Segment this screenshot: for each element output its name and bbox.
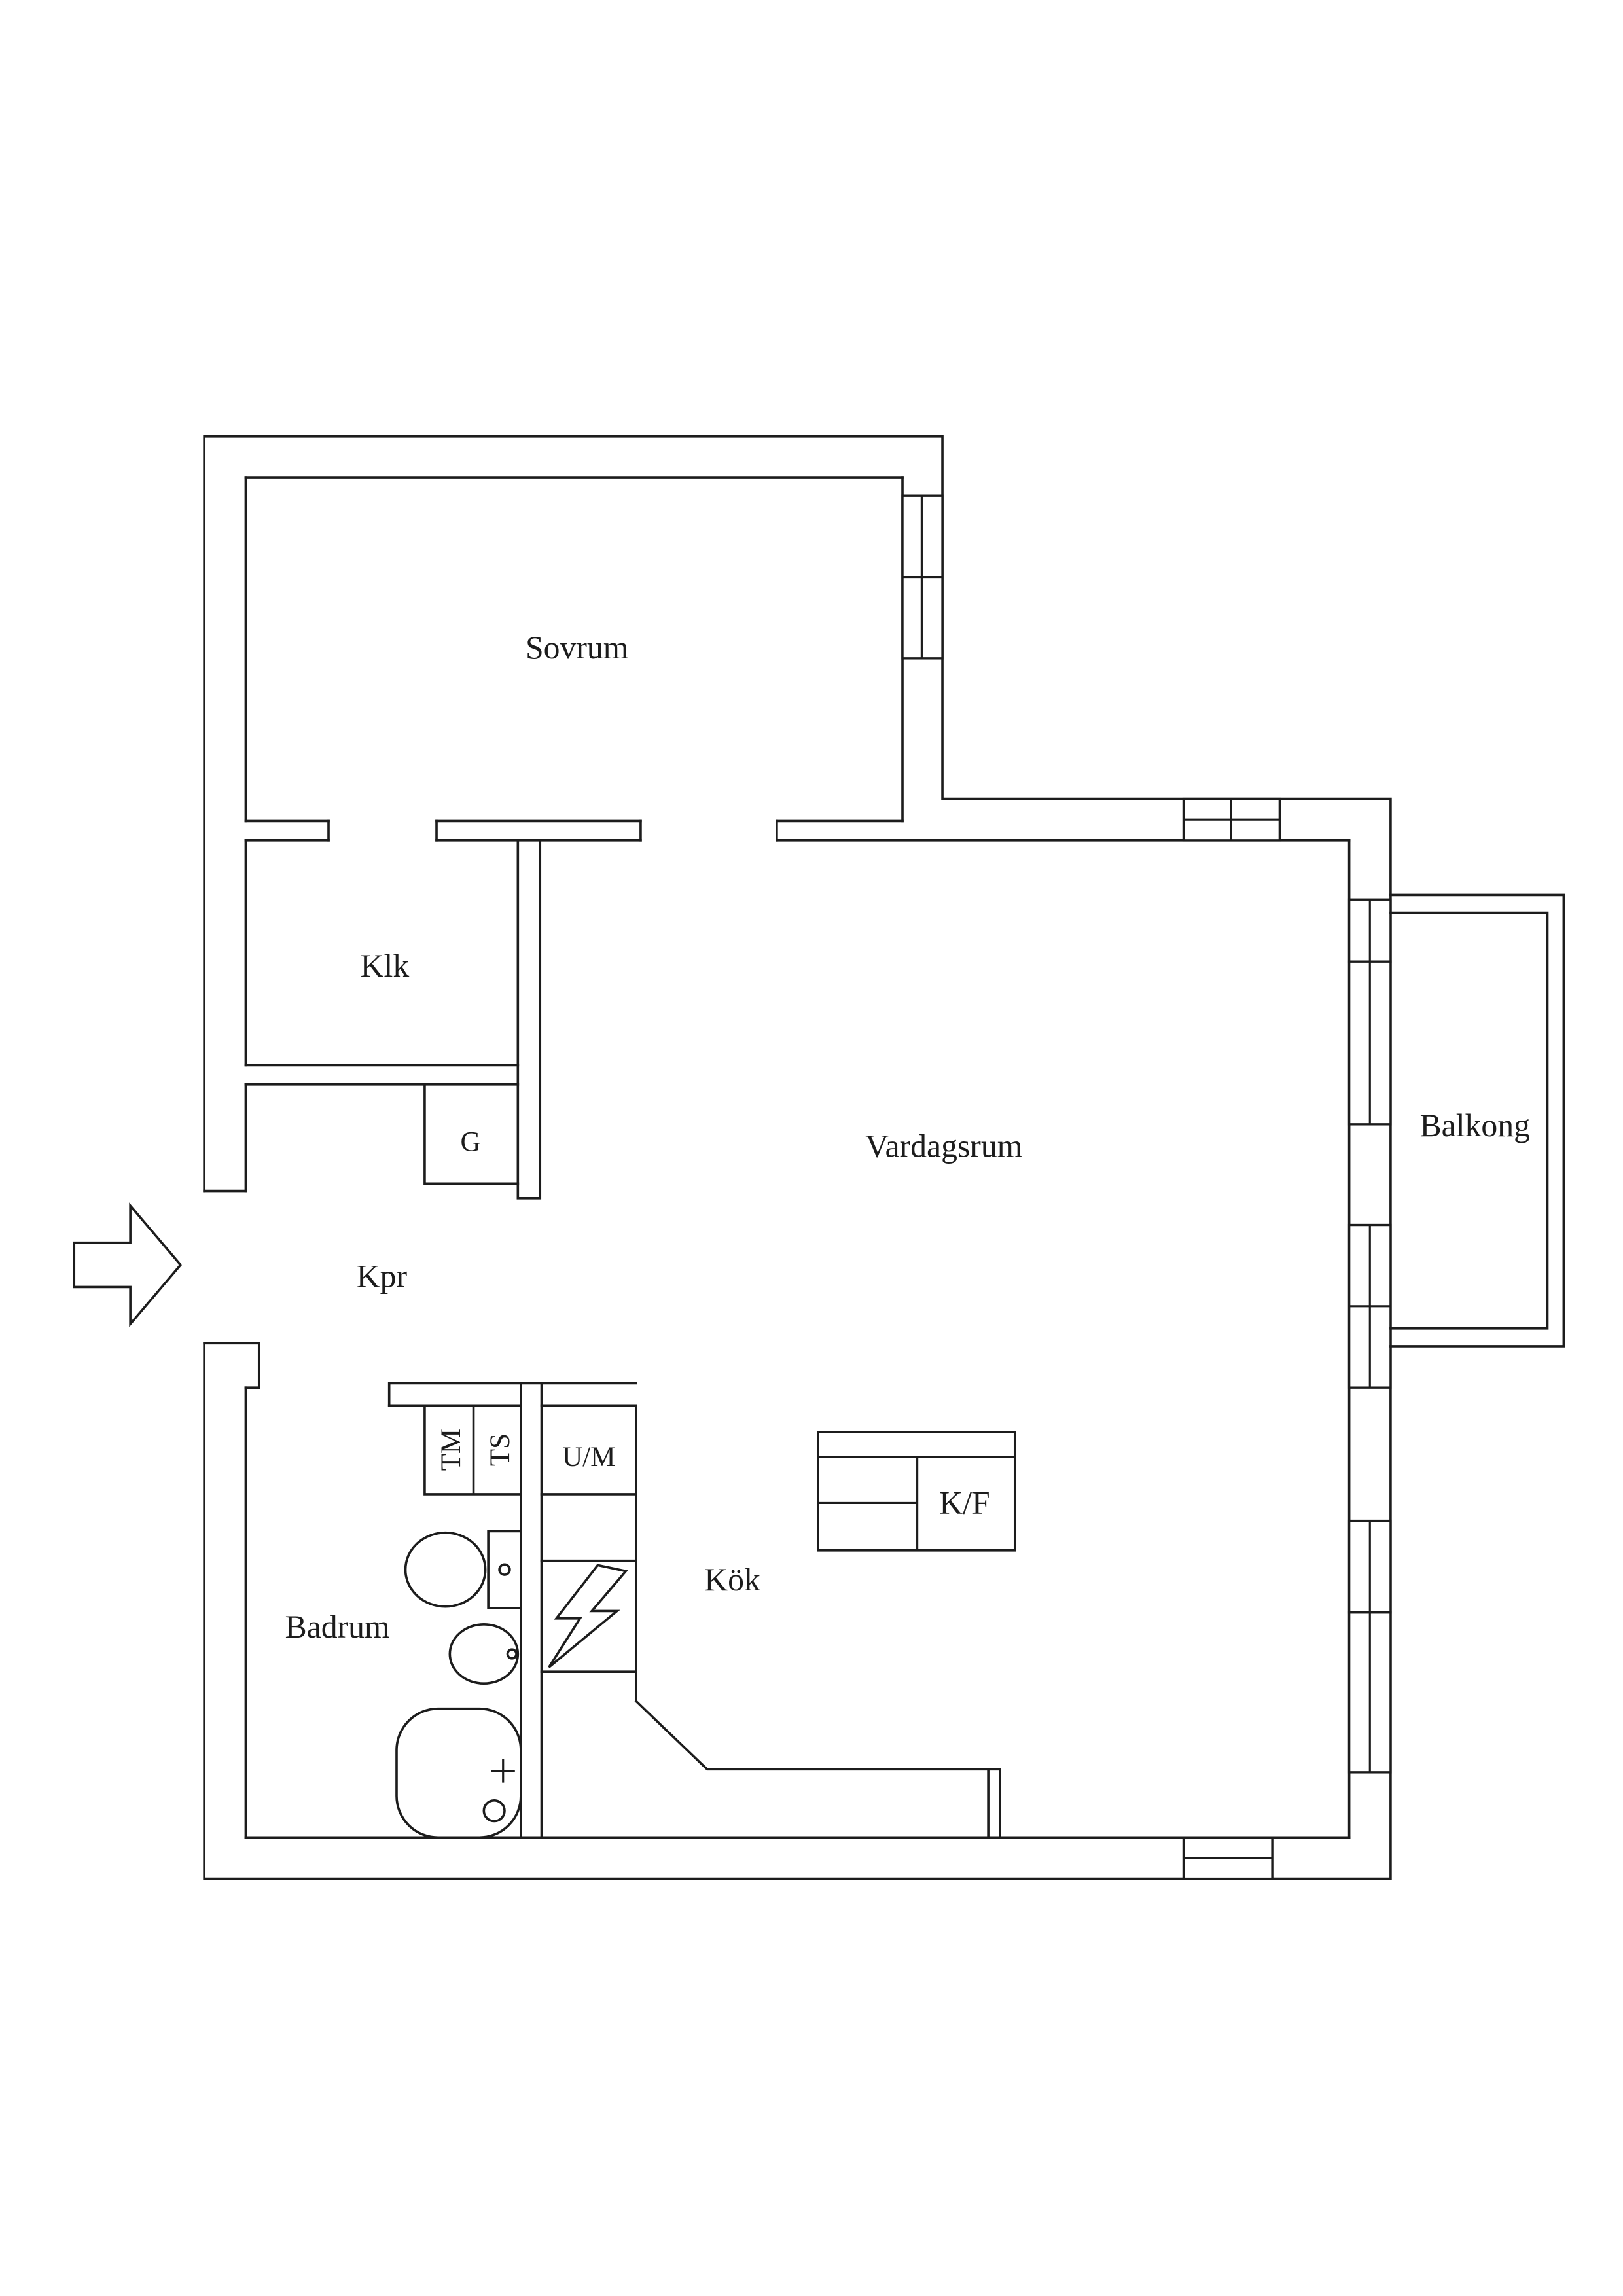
- entrance-stub: [203, 1342, 260, 1389]
- stove-bolt-icon: [548, 1564, 628, 1668]
- right-wall-window-lower-small: [1347, 1519, 1392, 1614]
- toilet-icon: [404, 1530, 522, 1609]
- appliance-label-tm: TM: [436, 1429, 467, 1471]
- room-label-kpr: Kpr: [357, 1258, 408, 1294]
- appliance-label-ts: TS: [485, 1433, 516, 1466]
- outer-boundary: [203, 435, 1392, 1880]
- fridge-freezer-unit: [817, 1431, 1016, 1552]
- appliance-label-kf: K/F: [939, 1484, 990, 1520]
- balcony-door-window-small: [1347, 898, 1392, 963]
- door-opening-caps: [327, 819, 778, 842]
- labels: Sovrum Klk G Kpr Vardagsrum Balkong Badr…: [285, 630, 1530, 1645]
- room-label-balkong: Balkong: [1420, 1107, 1530, 1143]
- windows: [901, 494, 1392, 1880]
- kitchen-counter: [387, 1382, 1001, 1839]
- right-wall-window-lower-large: [1347, 1611, 1392, 1774]
- room-label-kok: Kök: [704, 1562, 760, 1598]
- balcony-outer-rail: [1389, 893, 1565, 1348]
- oven-box: [540, 1404, 637, 1703]
- sovrum-window: [901, 494, 944, 660]
- counter-l-run: [634, 1699, 1001, 1839]
- sink-icon: [448, 1623, 520, 1685]
- washer-dryer-boxes: [423, 1404, 522, 1496]
- wardrobe-g-outline: [423, 1083, 520, 1185]
- hall-vertical-wall: [516, 839, 542, 1200]
- room-label-badrum: Badrum: [285, 1609, 389, 1645]
- entrance-arrow: [73, 1202, 183, 1327]
- fridge-freezer-dividers: [818, 1456, 1015, 1551]
- right-wall-window-middle: [1347, 1223, 1392, 1389]
- balcony-inner-rail: [1389, 911, 1549, 1330]
- room-label-vardagsrum: Vardagsrum: [865, 1128, 1022, 1164]
- bathtub-icon: [395, 1707, 522, 1839]
- appliance-label-um: U/M: [562, 1442, 615, 1473]
- entrance-arrow-icon: [73, 1202, 183, 1327]
- stove-box: [540, 1559, 637, 1673]
- room-label-klk: Klk: [361, 948, 410, 984]
- livingroom-top-window: [1182, 797, 1281, 842]
- balcony: [1389, 893, 1565, 1348]
- wardrobe-label-g: G: [460, 1127, 480, 1158]
- balcony-door-window-large: [1347, 960, 1392, 1126]
- room-label-sovrum: Sovrum: [526, 630, 628, 666]
- bottom-wall-window: [1182, 1836, 1274, 1880]
- klk-bottom-wall: [244, 1064, 520, 1086]
- interior-walls: [244, 819, 904, 1839]
- counter-top-edge: [387, 1382, 637, 1407]
- bathroom-fixtures: [395, 1530, 522, 1839]
